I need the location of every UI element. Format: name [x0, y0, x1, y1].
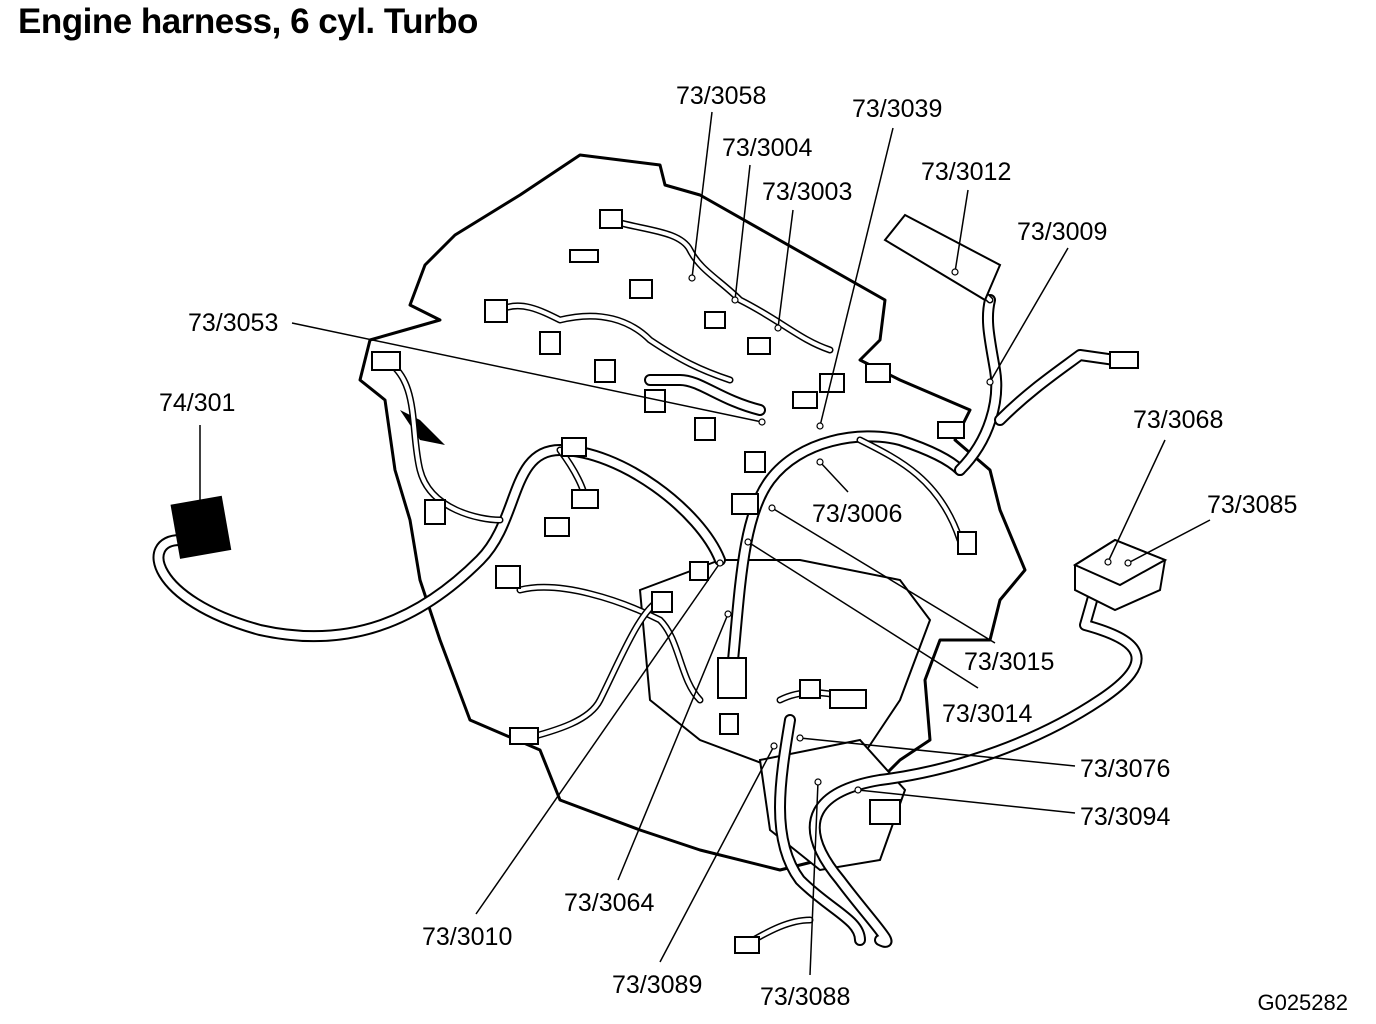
diagram-title: Engine harness, 6 cyl. Turbo — [18, 2, 478, 41]
label-73-3014: 73/3014 — [942, 700, 1032, 728]
label-73-3064: 73/3064 — [564, 889, 654, 917]
module-73-3012 — [883, 213, 1002, 302]
connector — [865, 363, 891, 383]
main-harness — [152, 294, 1143, 948]
dot — [688, 274, 696, 282]
connector — [544, 517, 570, 537]
connector — [937, 421, 965, 439]
connector — [799, 679, 821, 699]
leader-3004 — [734, 164, 751, 301]
label-73-3068: 73/3068 — [1133, 406, 1223, 434]
connector — [495, 565, 521, 589]
label-73-3088: 73/3088 — [760, 983, 850, 1011]
leader-3089 — [659, 745, 775, 963]
connector — [744, 451, 766, 473]
connector — [424, 499, 446, 525]
leader-3064 — [617, 613, 729, 881]
label-73-3009: 73/3009 — [1017, 218, 1107, 246]
label-73-3085: 73/3085 — [1207, 491, 1297, 519]
dot — [724, 610, 732, 618]
label-73-3094: 73/3094 — [1080, 803, 1170, 831]
label-73-3039: 73/3039 — [852, 95, 942, 123]
connector — [694, 417, 716, 441]
leader-3058 — [691, 111, 713, 279]
connector — [599, 209, 623, 229]
dot — [1104, 558, 1112, 566]
connector — [651, 591, 673, 613]
leader-3076 — [799, 737, 1076, 767]
connector-74-301 — [170, 495, 232, 559]
connector — [371, 351, 401, 371]
leader-3085 — [1127, 519, 1211, 564]
label-73-3010: 73/3010 — [422, 923, 512, 951]
label-74-301: 74/301 — [159, 389, 235, 417]
leader-3009 — [989, 247, 1069, 383]
dot — [814, 778, 822, 786]
connector — [1109, 351, 1139, 369]
connector — [509, 727, 539, 745]
label-73-3076: 73/3076 — [1080, 755, 1170, 783]
leader-3014 — [747, 541, 979, 689]
dot — [731, 296, 739, 304]
connector — [747, 337, 771, 355]
label-73-3089: 73/3089 — [612, 971, 702, 999]
label-73-3015: 73/3015 — [964, 648, 1054, 676]
engine-detail-center — [638, 559, 932, 772]
module-top-face — [1072, 538, 1168, 587]
label-73-3053: 73/3053 — [188, 309, 278, 337]
connector — [484, 299, 508, 323]
connector — [717, 657, 747, 699]
leader-3039 — [819, 127, 894, 427]
label-73-3058: 73/3058 — [676, 82, 766, 110]
leader-3015 — [771, 507, 996, 644]
label-73-3003: 73/3003 — [762, 178, 852, 206]
leader-lines — [199, 111, 1211, 976]
connector — [957, 531, 977, 555]
connector — [734, 936, 760, 954]
connector — [629, 279, 653, 299]
part-labels: 73/3058 73/3039 73/3004 73/3003 73/3012 … — [159, 82, 1297, 1011]
leader-3003 — [777, 209, 794, 329]
connector — [689, 561, 709, 581]
figure-code: G025282 — [1257, 990, 1348, 1015]
label-73-3012: 73/3012 — [921, 158, 1011, 186]
dot — [744, 538, 752, 546]
connector — [719, 713, 739, 735]
label-73-3004: 73/3004 — [722, 134, 812, 162]
connector — [869, 799, 901, 825]
connector — [829, 689, 867, 709]
dot — [716, 559, 724, 567]
leader-3010 — [475, 562, 721, 915]
dot — [951, 268, 959, 276]
connector — [539, 331, 561, 355]
leader-3006 — [819, 461, 849, 493]
dot — [774, 324, 782, 332]
dot — [768, 504, 776, 512]
dot — [758, 418, 766, 426]
leader-3094 — [857, 789, 1076, 814]
connector — [792, 391, 818, 409]
connectors — [170, 209, 1168, 954]
connector — [731, 493, 759, 515]
leader-3088 — [809, 781, 819, 976]
connector — [704, 311, 726, 329]
dot — [770, 742, 778, 750]
dot — [816, 422, 824, 430]
leader-dots — [688, 268, 1132, 794]
dot — [854, 786, 862, 794]
oil-pan — [758, 738, 907, 872]
dot — [986, 378, 994, 386]
leader-3012 — [954, 189, 969, 273]
dot — [796, 734, 804, 742]
label-73-3006: 73/3006 — [812, 500, 902, 528]
connector — [561, 437, 587, 457]
dot — [816, 458, 824, 466]
connector — [571, 489, 599, 509]
connector — [569, 249, 599, 263]
leader-3053 — [291, 322, 763, 423]
dot — [1124, 559, 1132, 567]
connector — [594, 359, 616, 383]
leader-3068 — [1107, 439, 1166, 563]
